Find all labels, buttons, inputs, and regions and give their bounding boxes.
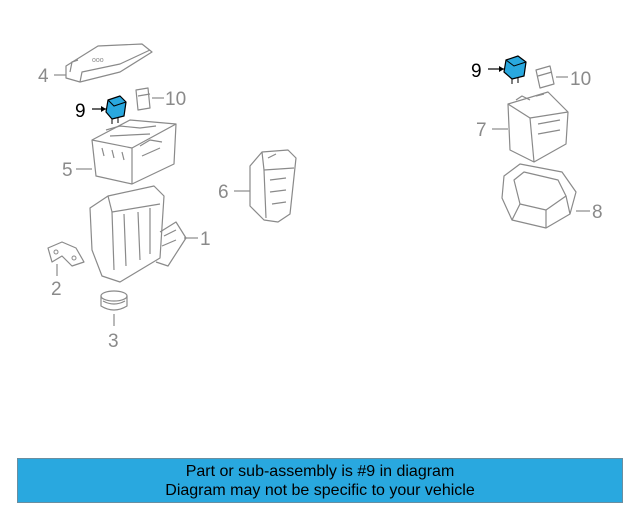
callout-5[interactable]: 5 [62,160,73,181]
part-9-left-relay[interactable] [105,95,127,124]
callout-8[interactable]: 8 [592,202,603,223]
callout-9-right[interactable]: 9 [471,61,482,82]
callout-2[interactable]: 2 [51,279,62,300]
part-4-cover[interactable]: ooo [65,43,153,83]
part-10-left-fuse[interactable] [135,87,151,111]
callout-3[interactable]: 3 [108,331,119,352]
callout-1[interactable]: 1 [200,229,211,250]
svg-text:ooo: ooo [92,57,104,64]
info-banner: Part or sub-assembly is #9 in diagram Di… [17,458,623,503]
callout-10-right[interactable]: 10 [570,69,591,90]
part-9-right-relay[interactable] [503,55,527,84]
callout-6[interactable]: 6 [218,182,229,203]
part-1-housing[interactable] [89,185,187,283]
part-10-right-fuse[interactable] [535,65,555,89]
part-5-fuse-box[interactable] [91,119,177,185]
banner-line-2: Diagram may not be specific to your vehi… [165,481,475,499]
part-2-bracket[interactable] [47,241,85,267]
callout-4[interactable]: 4 [38,66,49,87]
part-7-relay-box[interactable] [507,91,569,163]
parts-diagram: ooo 4 10 9 5 1 [38,43,603,352]
banner-line-1: Part or sub-assembly is #9 in diagram [185,462,455,480]
callout-9-left[interactable]: 9 [75,101,86,122]
part-3-grommet[interactable] [100,290,128,311]
callout-7[interactable]: 7 [476,120,487,141]
part-8-tray[interactable] [501,163,577,229]
callout-10-left[interactable]: 10 [165,89,186,110]
part-6-module[interactable] [249,149,297,223]
